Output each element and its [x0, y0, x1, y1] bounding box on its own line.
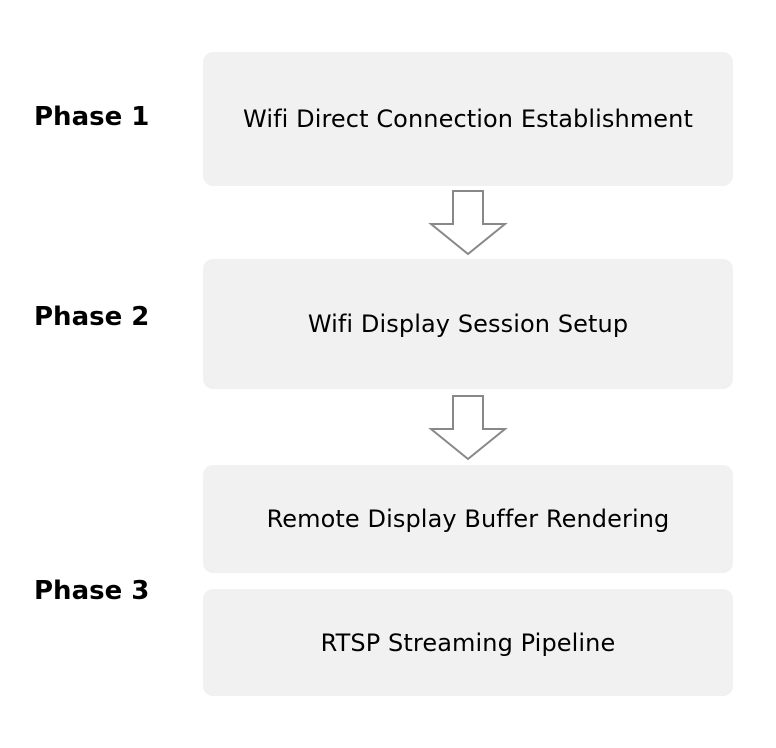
phase-1-label: Phase 1 — [34, 102, 150, 132]
step-box-buffer-rendering: Remote Display Buffer Rendering — [203, 465, 733, 573]
step-label-wifi-direct: Wifi Direct Connection Establishment — [243, 105, 693, 133]
step-label-session-setup: Wifi Display Session Setup — [307, 310, 629, 338]
step-box-rtsp-pipeline: RTSP Streaming Pipeline — [203, 589, 733, 696]
phase-2-label: Phase 2 — [34, 302, 150, 332]
down-arrow-icon — [428, 190, 508, 256]
step-box-session-setup: Wifi Display Session Setup — [203, 259, 733, 389]
step-label-buffer-rendering: Remote Display Buffer Rendering — [266, 505, 670, 533]
step-box-wifi-direct: Wifi Direct Connection Establishment — [203, 52, 733, 186]
phase-3-label: Phase 3 — [34, 576, 150, 606]
step-label-rtsp-pipeline: RTSP Streaming Pipeline — [320, 628, 616, 657]
down-arrow-icon — [428, 395, 508, 461]
